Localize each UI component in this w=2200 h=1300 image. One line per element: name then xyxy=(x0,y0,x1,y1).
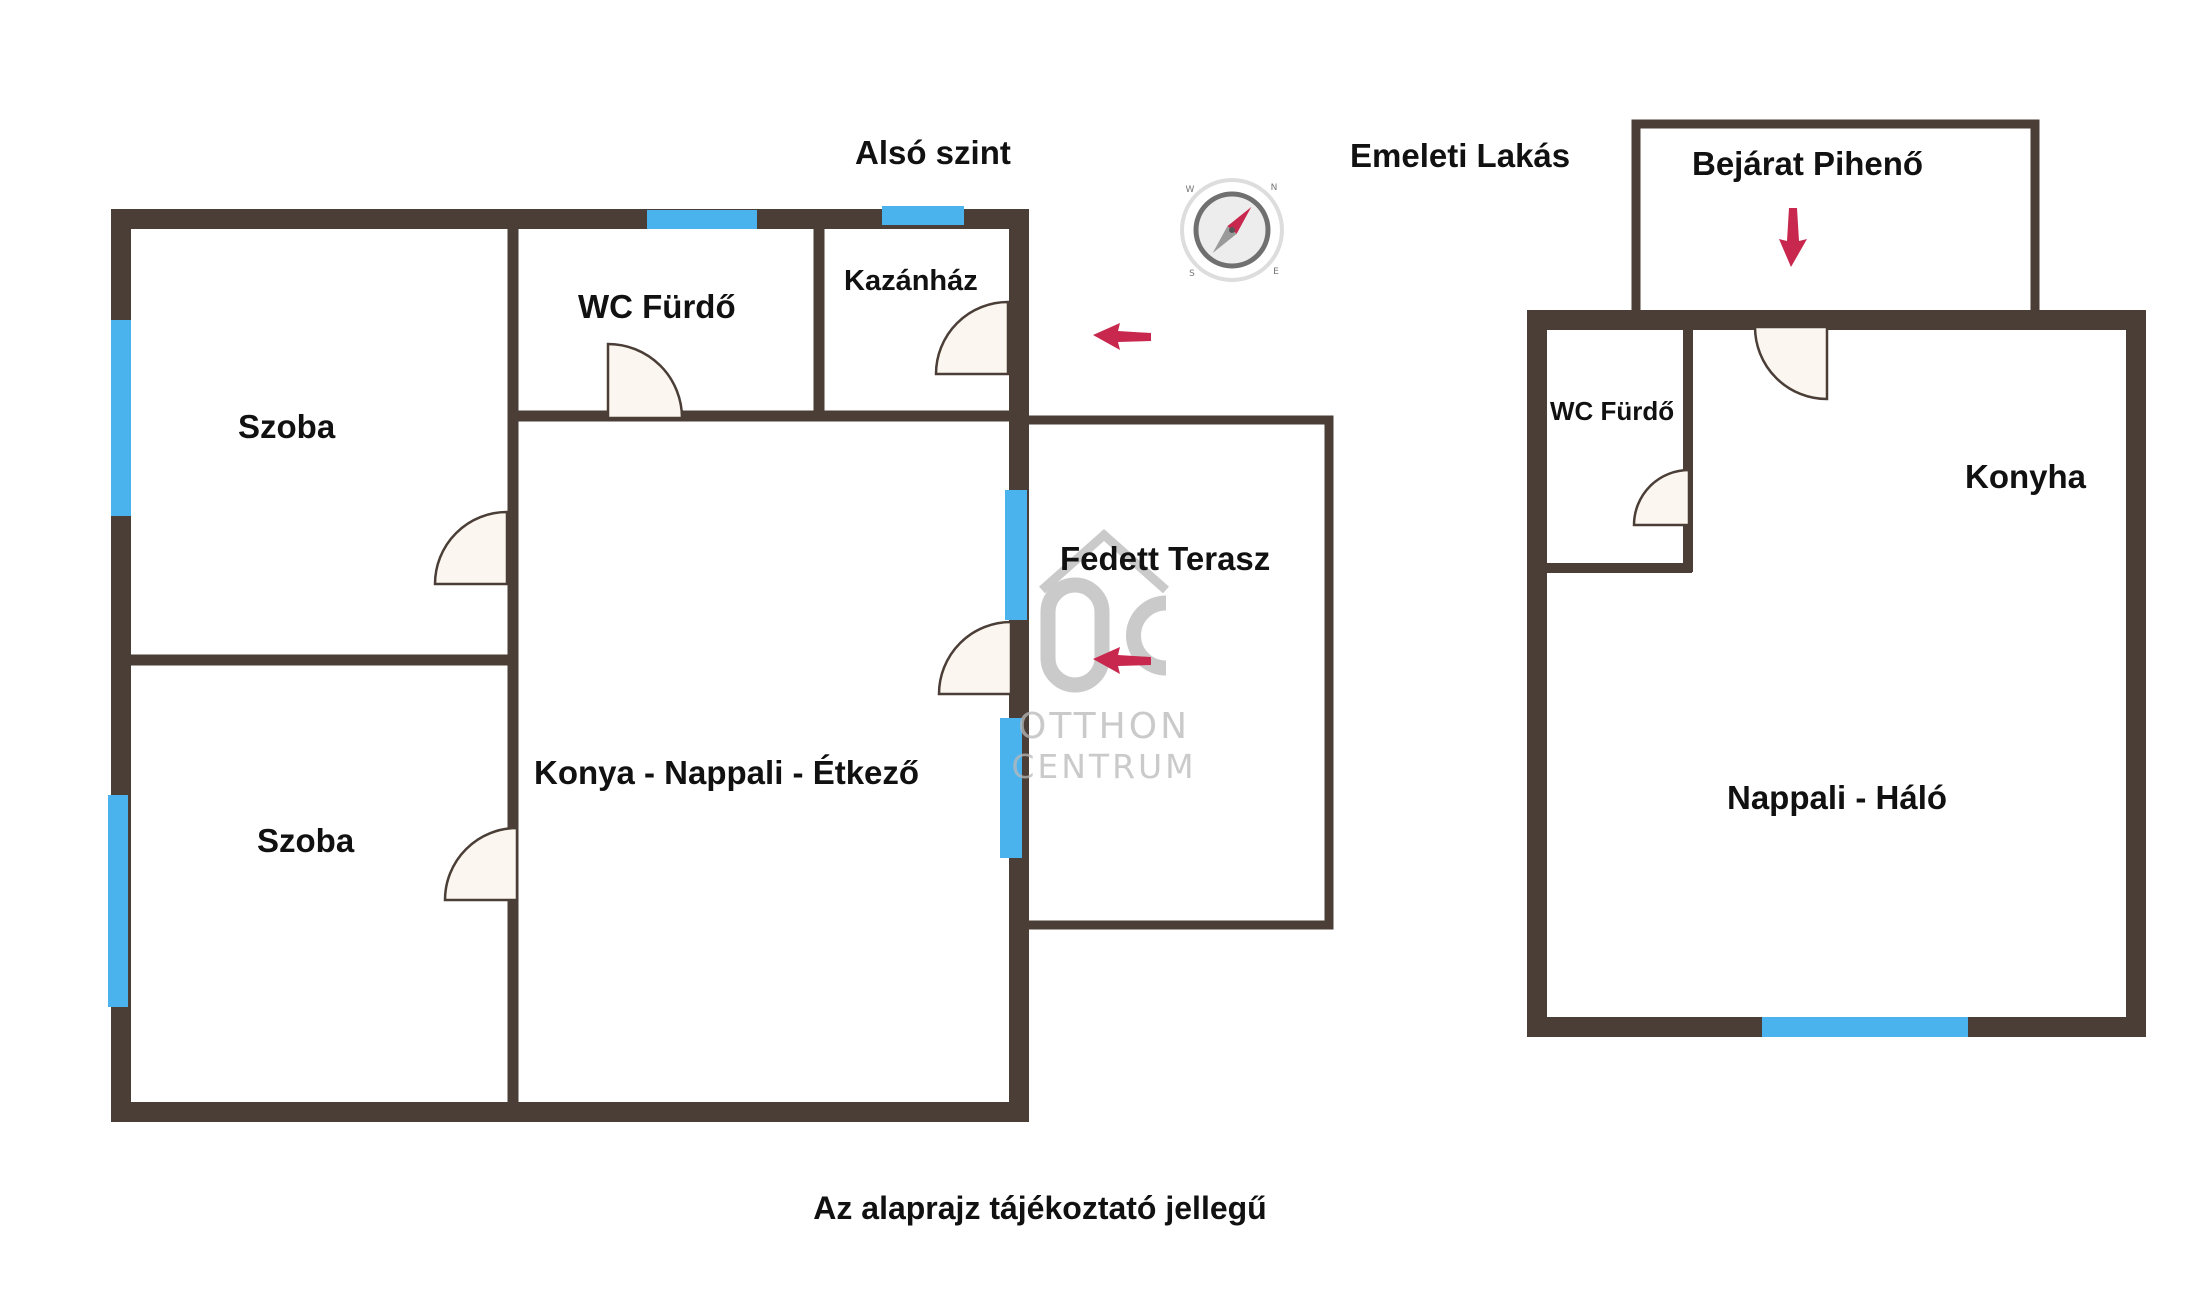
window xyxy=(1005,490,1027,620)
room-label-bejarat: Bejárat Pihenő xyxy=(1692,145,1923,182)
window xyxy=(108,795,128,1007)
disclaimer-text: Az alaprajz tájékoztató jellegű xyxy=(813,1190,1266,1226)
upper-outer-wall xyxy=(1527,310,2146,1037)
window xyxy=(111,320,131,516)
watermark: OTTHON CENTRUM xyxy=(1011,528,1196,786)
window xyxy=(647,210,757,229)
terrace-outline xyxy=(1014,415,1334,930)
room-label-konya-nappali: Konya - Nappali - Étkező xyxy=(534,754,919,791)
window xyxy=(1000,718,1022,858)
door-swing-kazanhaz xyxy=(934,300,1010,376)
window xyxy=(882,206,964,225)
lower-level-plan xyxy=(108,206,1334,1122)
room-label-szoba-1: Szoba xyxy=(238,408,336,445)
room-label-konyha: Konyha xyxy=(1965,458,2087,495)
heading-upper-apartment: Emeleti Lakás xyxy=(1350,137,1570,174)
compass-letter-n: N xyxy=(1271,183,1278,193)
room-label-nappali-halo: Nappali - Háló xyxy=(1727,779,1947,816)
door-swing-szoba-2 xyxy=(443,826,519,902)
watermark-line-1: OTTHON xyxy=(1018,706,1190,747)
upper-apartment-plan xyxy=(1527,119,2146,1037)
room-label-upper-wc-furdo: WC Fürdő xyxy=(1550,396,1674,426)
room-label-wc-furdo: WC Fürdő xyxy=(578,288,736,325)
compass-icon: N E S W xyxy=(1180,178,1284,282)
room-label-kazanhaz: Kazánház xyxy=(844,265,978,297)
compass-letter-s: S xyxy=(1189,269,1195,279)
arrow-left-icon xyxy=(1093,647,1151,674)
compass-letter-e: E xyxy=(1273,267,1279,277)
door-swing-szoba-1 xyxy=(433,510,509,586)
compass-letter-w: W xyxy=(1186,185,1195,195)
heading-lower-level: Alsó szint xyxy=(855,134,1011,171)
room-label-fedett-terasz: Fedett Terasz xyxy=(1060,540,1270,577)
door-swing-wc xyxy=(606,342,684,420)
door-swing-terrace xyxy=(937,620,1013,696)
room-label-szoba-2: Szoba xyxy=(257,822,355,859)
watermark-line-2: CENTRUM xyxy=(1011,747,1196,786)
window xyxy=(1762,1017,1968,1037)
arrow-left-icon xyxy=(1093,323,1151,350)
arrow-down-icon xyxy=(1779,208,1807,267)
door-swing-upper-wc xyxy=(1632,468,1691,527)
oc-logo-icon xyxy=(1039,528,1169,693)
door-swing-entry xyxy=(1753,325,1829,401)
